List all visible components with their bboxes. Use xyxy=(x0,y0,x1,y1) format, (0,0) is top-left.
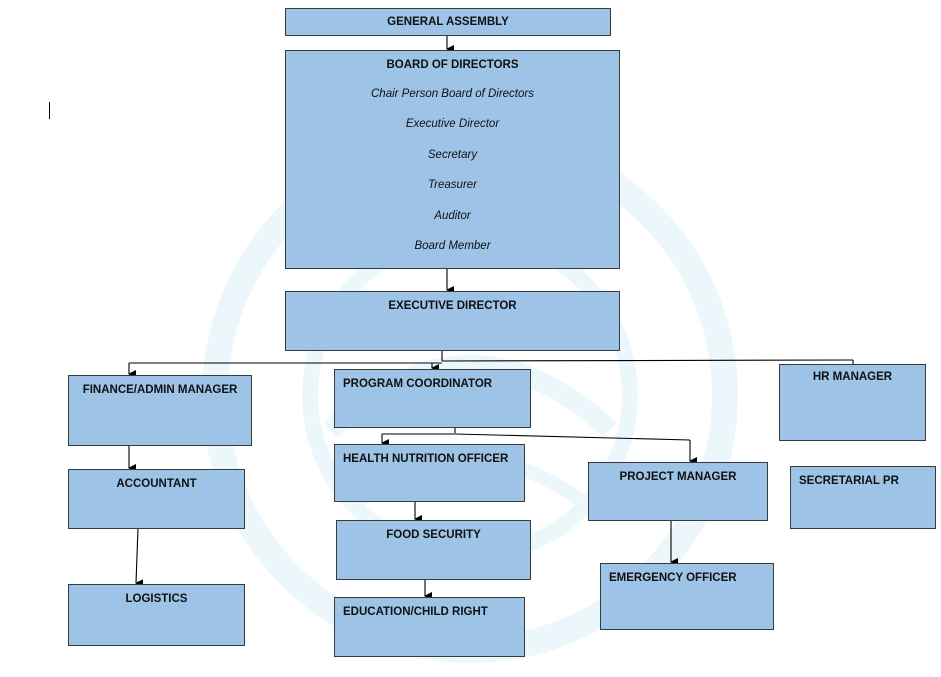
node-label: EDUCATION/CHILD RIGHT xyxy=(343,606,488,618)
node-label: FOOD SECURITY xyxy=(386,529,481,541)
node-label: HEALTH NUTRITION OFFICER xyxy=(343,453,509,465)
node-label: BOARD OF DIRECTORS xyxy=(386,59,519,71)
node-executive-director: EXECUTIVE DIRECTOR xyxy=(285,291,620,351)
node-food-security: FOOD SECURITY xyxy=(336,520,531,580)
node-emergency-officer: EMERGENCY OFFICER xyxy=(600,563,774,630)
node-finance-admin-manager: FINANCE/ADMIN MANAGER xyxy=(68,375,252,446)
node-label: HR MANAGER xyxy=(812,371,893,383)
node-label: LOGISTICS xyxy=(125,593,188,605)
node-accountant: ACCOUNTANT xyxy=(68,469,245,529)
node-label: PROJECT MANAGER xyxy=(619,471,737,483)
node-label: ACCOUNTANT xyxy=(116,478,197,490)
node-label: SECRETARIAL PR xyxy=(799,475,899,487)
node-program-coordinator: PROGRAM COORDINATOR xyxy=(334,369,531,428)
board-member: Chair Person Board of Directors xyxy=(371,88,534,100)
board-member: Executive Director xyxy=(405,118,500,131)
node-health-nutrition-officer: HEALTH NUTRITION OFFICER xyxy=(334,444,525,502)
node-board-of-directors: BOARD OF DIRECTORS Chair Person Board of… xyxy=(285,50,620,269)
node-label: PROGRAM COORDINATOR xyxy=(343,378,493,390)
node-project-manager: PROJECT MANAGER xyxy=(588,462,768,521)
board-member: Board Member xyxy=(414,239,491,252)
board-member: Auditor xyxy=(434,209,471,222)
board-member: Treasurer xyxy=(428,179,477,192)
node-label: EXECUTIVE DIRECTOR xyxy=(388,300,517,312)
node-label: GENERAL ASSEMBLY xyxy=(387,16,509,28)
node-label: FINANCE/ADMIN MANAGER xyxy=(82,384,238,396)
board-member: Secretary xyxy=(427,148,478,161)
node-hr-manager: HR MANAGER xyxy=(779,364,926,441)
node-label: EMERGENCY OFFICER xyxy=(609,572,737,584)
text-cursor xyxy=(49,102,50,119)
board-members-list: Chair Person Board of Directors Executiv… xyxy=(286,87,619,269)
node-logistics: LOGISTICS xyxy=(68,584,245,646)
node-general-assembly: GENERAL ASSEMBLY xyxy=(285,8,611,36)
node-secretarial-pr: SECRETARIAL PR xyxy=(790,466,936,529)
node-education-child-right: EDUCATION/CHILD RIGHT xyxy=(334,597,525,657)
